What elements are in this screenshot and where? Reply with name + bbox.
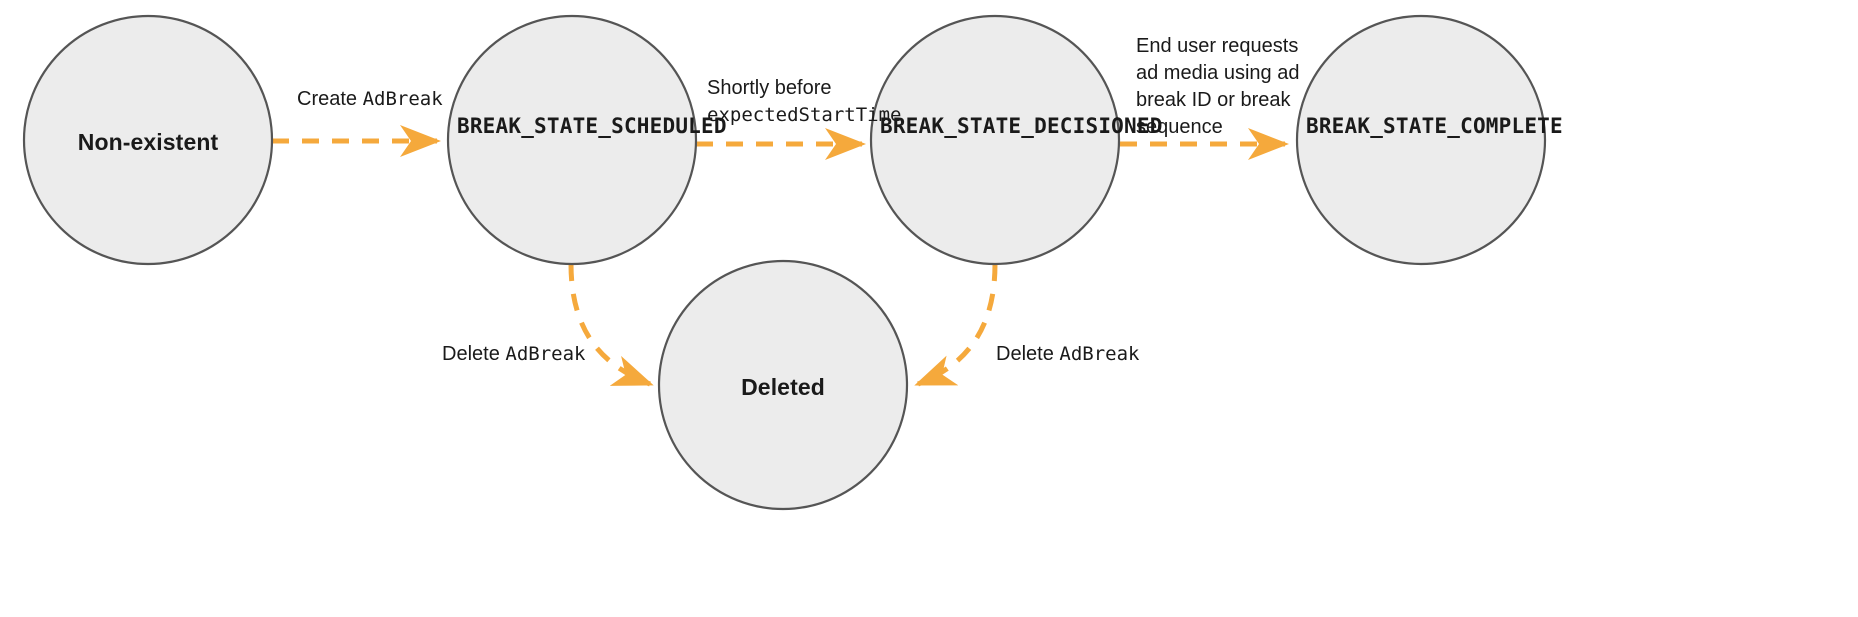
node-deleted[interactable] bbox=[657, 259, 909, 511]
node-break-state-complete[interactable] bbox=[1295, 14, 1547, 266]
edge-delete-adbreak-decisioned bbox=[914, 263, 998, 387]
edge-path-delete-adbreak-decisioned bbox=[914, 263, 998, 387]
edge-delete-adbreak-scheduled bbox=[568, 263, 654, 387]
edge-path-delete-adbreak-scheduled bbox=[568, 263, 654, 387]
node-non-existent[interactable] bbox=[22, 14, 274, 266]
node-break-state-scheduled[interactable] bbox=[446, 14, 698, 266]
node-break-state-decisioned[interactable] bbox=[869, 14, 1121, 266]
